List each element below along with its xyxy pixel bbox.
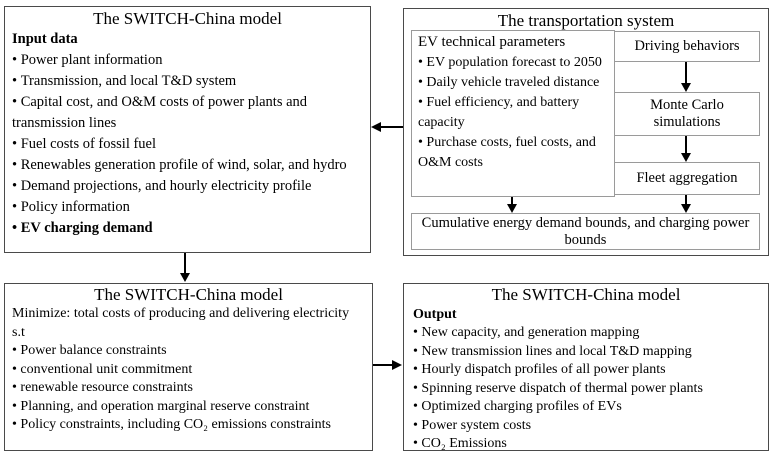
arrow-evparams-to-cumulative [507,197,517,213]
bullet-item: EV population forecast to 2050 [418,53,608,73]
bullet-item: Policy information [12,197,363,218]
arrow-input-to-optimization [180,253,190,282]
fleet-aggregation-label: Fleet aggregation [636,170,738,186]
bullet-item: Power balance constraints [12,342,365,361]
output-box-title: The SWITCH-China model [491,285,681,304]
bullet-item: Capital cost, and O&M costs of power pla… [12,92,363,134]
bullet-item: Optimized charging profiles of EVs [413,398,759,417]
input-data-box: The SWITCH-China model Input data Power … [4,6,371,253]
bullet-item: Spinning reserve dispatch of thermal pow… [413,380,759,399]
bullet-item: conventional unit commitment [12,361,365,380]
ev-parameters-heading: EV technical parameters [418,34,566,50]
optimization-box: The SWITCH-China model Minimize: total c… [4,283,373,451]
subject-to-line: s.t [12,324,25,340]
bullet-item: EV charging demand [12,218,363,239]
bullet-item: Power plant information [12,50,363,71]
monte-carlo-simulations-box: Monte Carlo simulations [614,92,760,136]
transportation-system-box: The transportation system EV technical p… [403,8,769,256]
bullet-item: Planning, and operation marginal reserve… [12,398,365,417]
bullet-item: Renewables generation profile of wind, s… [12,155,363,176]
bullet-item: Fuel efficiency, and battery capacity [418,93,608,133]
output-list: New capacity, and generation mappingNew … [413,324,759,454]
bullet-item: Policy constraints, including CO₂ emissi… [12,416,365,435]
arrow-driving-to-montecarlo [681,62,691,92]
bullet-item: Purchase costs, fuel costs, and O&M cost… [418,133,608,173]
ev-technical-parameters-box: EV technical parameters EV population fo… [411,30,615,197]
bullet-item: Demand projections, and hourly electrici… [12,176,363,197]
cumulative-bounds-box: Cumulative energy demand bounds, and cha… [411,213,760,250]
input-data-heading: Input data [12,31,78,47]
bullet-item: Power system costs [413,417,759,436]
output-heading: Output [413,307,457,322]
input-box-body: Input data Power plant informationTransm… [12,29,363,239]
arrow-optimization-to-output [373,360,402,370]
output-box: The SWITCH-China model Output New capaci… [403,283,769,451]
arrow-transport-to-input [371,122,403,132]
driving-behaviors-box: Driving behaviors [614,31,760,62]
bullet-item: Daily vehicle traveled distance [418,73,608,93]
bullet-item: CO₂ Emissions [413,435,759,454]
bullet-item: New transmission lines and local T&D map… [413,343,759,362]
optimization-box-title: The SWITCH-China model [94,285,283,304]
cumulative-bounds-label: Cumulative energy demand bounds, and cha… [421,214,750,248]
transportation-box-title: The transportation system [497,11,675,30]
optimization-box-body: Minimize: total costs of producing and d… [12,305,365,435]
constraints-list: Power balance constraintsconventional un… [12,342,365,435]
monte-carlo-label: Monte Carlo simulations [650,97,724,130]
bullet-item: Fuel costs of fossil fuel [12,134,363,155]
fleet-aggregation-box: Fleet aggregation [614,162,760,195]
output-box-body: Output New capacity, and generation mapp… [413,305,759,454]
input-box-title: The SWITCH-China model [93,9,282,28]
arrow-fleet-to-cumulative [681,195,691,213]
bullet-item: Transmission, and local T&D system [12,71,363,92]
bullet-item: renewable resource constraints [12,379,365,398]
ev-parameters-list: EV population forecast to 2050Daily vehi… [418,53,608,173]
driving-behaviors-label: Driving behaviors [634,38,740,54]
bullet-item: Hourly dispatch profiles of all power pl… [413,361,759,380]
objective-line: Minimize: total costs of producing and d… [12,306,350,321]
bullet-item: New capacity, and generation mapping [413,324,759,343]
input-data-list: Power plant informationTransmission, and… [12,50,363,239]
arrow-montecarlo-to-fleet [681,136,691,162]
